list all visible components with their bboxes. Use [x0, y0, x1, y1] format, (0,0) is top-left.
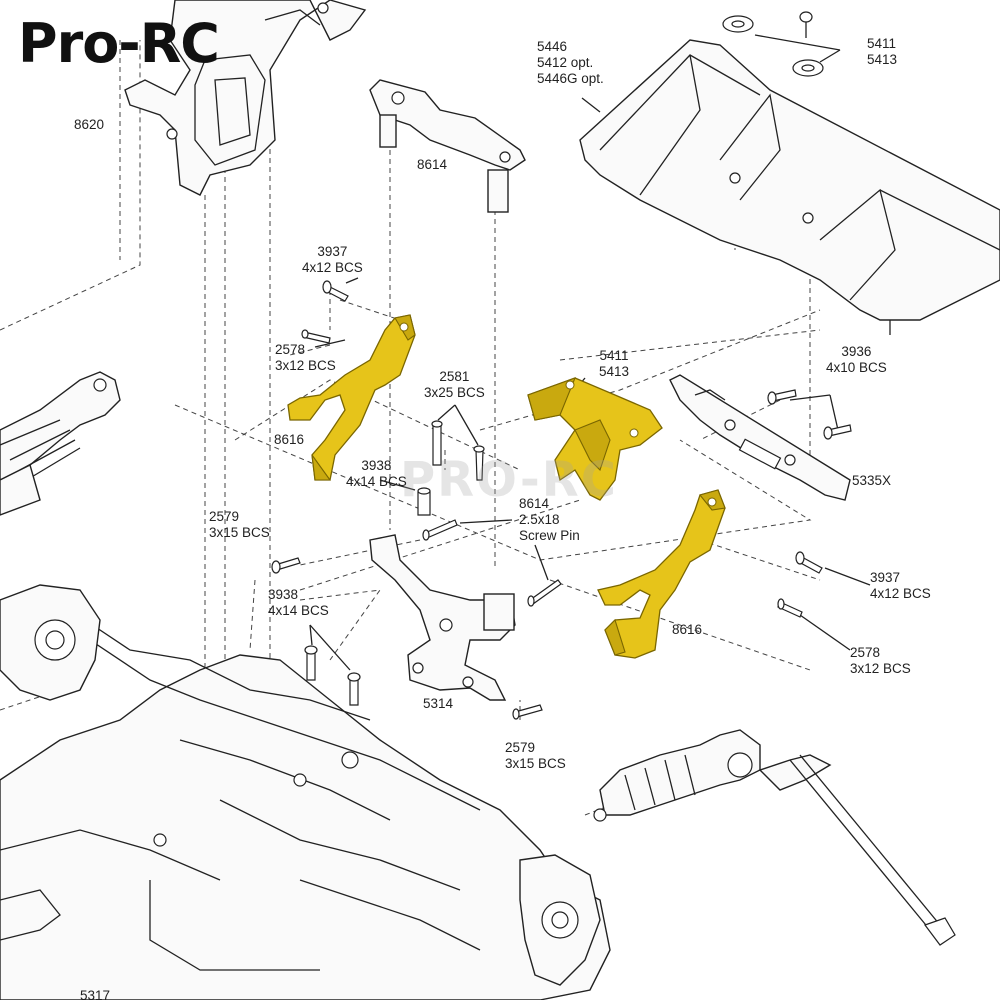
part-right-shock	[593, 729, 956, 946]
callout-5314: 5314	[423, 696, 454, 711]
wing-hardware	[722, 11, 824, 77]
part-left-shock	[0, 371, 121, 516]
part-5446-wing	[579, 39, 1000, 335]
part-5335x-plate	[669, 374, 851, 501]
callout-8614-plate: 8614	[417, 157, 448, 172]
part-chassis-suspension	[0, 584, 611, 1001]
watermark: PRO-RC	[400, 452, 618, 508]
callout-5335x: 5335X	[852, 473, 892, 488]
part-8616-right-highlighted	[597, 489, 726, 659]
part-8620-mount	[124, 0, 367, 196]
callout-5317: 5317	[80, 988, 111, 1003]
brand-logo: Pro-RC	[18, 12, 220, 75]
part-5314-mount	[369, 534, 516, 701]
part-5411-center-mount-highlighted	[527, 377, 663, 501]
callout-8620: 8620	[74, 117, 105, 132]
hardware-screws	[108, 280, 852, 963]
callout-8616-right: 8616	[672, 622, 703, 637]
callout-8616-left: 8616	[274, 432, 305, 447]
part-8614-plate	[369, 79, 526, 213]
part-8616-left-highlighted	[287, 314, 416, 481]
